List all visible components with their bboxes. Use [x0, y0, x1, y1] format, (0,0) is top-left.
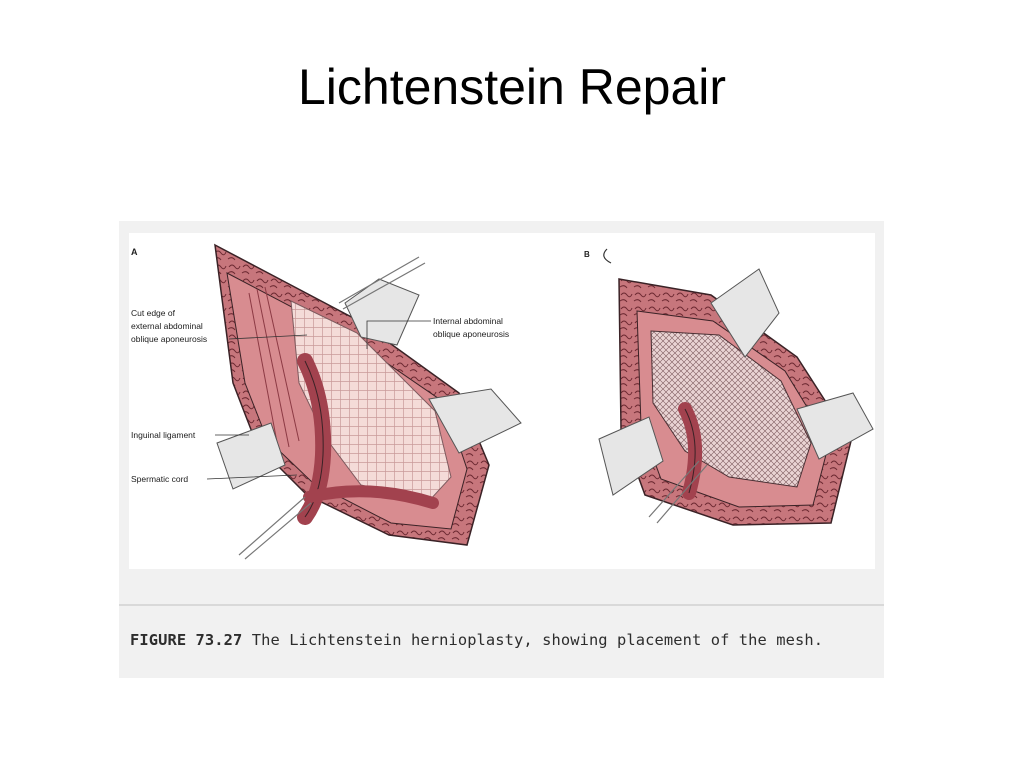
figure-number: FIGURE 73.27	[130, 631, 243, 649]
retractor-top-b	[710, 268, 780, 358]
retractor-left-a	[216, 422, 286, 490]
caption-divider	[119, 604, 884, 606]
label-internal-1: Internal abdominal	[433, 316, 503, 326]
surgical-illustration: A	[129, 233, 875, 569]
figure-caption: FIGURE 73.27 The Lichtenstein hernioplas…	[130, 631, 880, 649]
label-internal-2: oblique aponeurosis	[433, 329, 509, 339]
retractor-left-b	[598, 416, 664, 496]
label-inguinal-ligament: Inguinal ligament	[131, 430, 196, 440]
label-cut-edge-2: external abdominal	[131, 321, 203, 331]
panel-a: A	[131, 243, 522, 560]
panel-a-letter: A	[131, 247, 138, 257]
retractor-right-a	[428, 388, 522, 454]
label-spermatic-cord: Spermatic cord	[131, 474, 188, 484]
panel-b: B	[584, 248, 874, 526]
slide-title: Lichtenstein Repair	[297, 59, 727, 115]
label-cut-edge-1: Cut edge of	[131, 308, 176, 318]
retractor-right-b	[796, 392, 874, 460]
needle-icon	[603, 248, 612, 264]
leader-lines-a	[206, 320, 431, 480]
illustration-svg: A	[131, 243, 874, 560]
panel-b-letter: B	[584, 250, 590, 259]
label-cut-edge-3: oblique aponeurosis	[131, 334, 207, 344]
figure-panel: A	[119, 221, 884, 678]
figure-caption-text: The Lichtenstein hernioplasty, showing p…	[242, 631, 824, 649]
